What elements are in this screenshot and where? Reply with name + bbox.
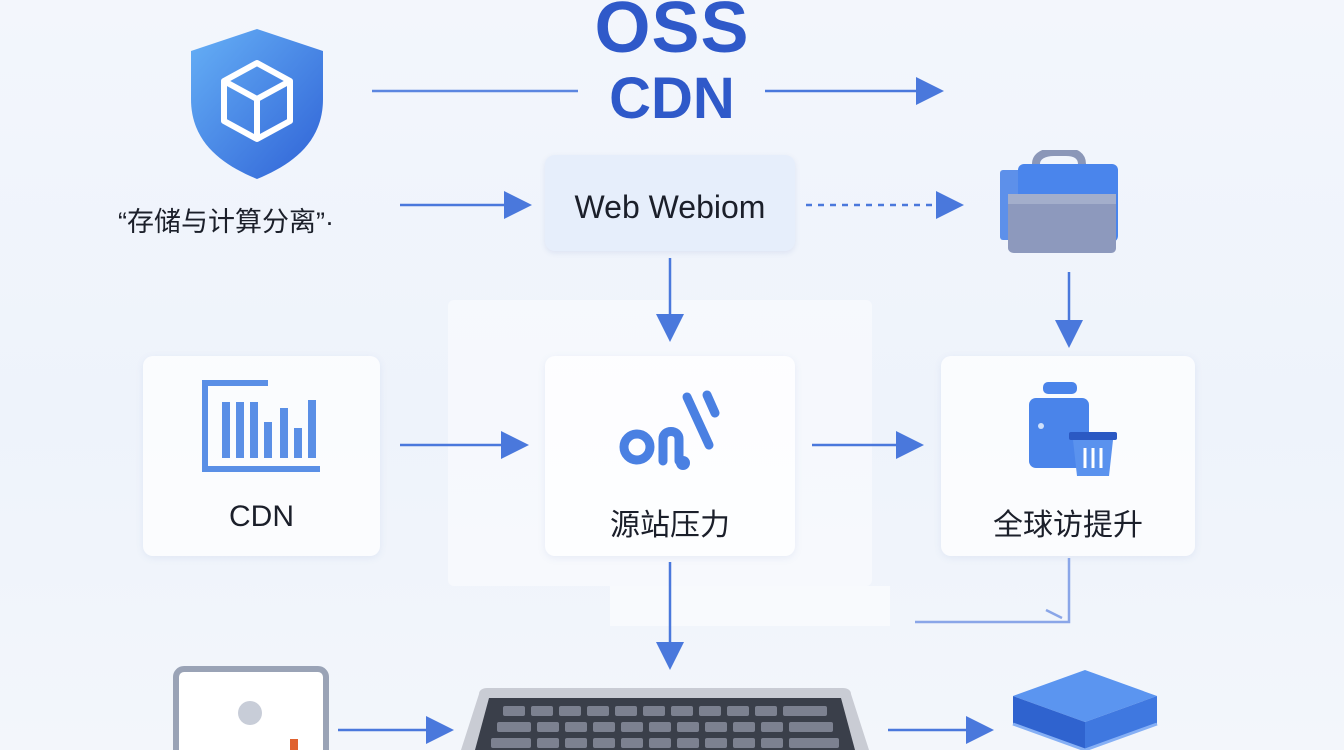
title-cdn: CDN [609, 66, 735, 131]
cdn-node-label: CDN [229, 500, 294, 533]
origin-glyph-icon [619, 390, 720, 470]
title-oss: OSS [594, 0, 750, 68]
global-node-label: 全球访提升 [993, 509, 1143, 542]
folder-icon [1000, 150, 1118, 253]
origin-node-box [545, 356, 795, 556]
storage-trash-icon [1029, 382, 1117, 476]
separation-quote-label: “存储与计算分离”· [118, 207, 334, 237]
shield-icon [191, 29, 323, 179]
tablet-icon [173, 666, 329, 750]
cdn-node-box [143, 356, 380, 556]
origin-node-label: 源站压力 [610, 509, 730, 542]
laptop-icon [461, 688, 869, 750]
server-stack-icon [1012, 670, 1158, 750]
background-panel-lower [610, 586, 890, 626]
arrow-global-return [915, 558, 1071, 624]
web-node-label: Web Webiom [574, 189, 766, 225]
bar-chart-icon [202, 380, 320, 472]
arrow-global-return-tip [1045, 608, 1063, 620]
web-node-box [545, 155, 795, 251]
